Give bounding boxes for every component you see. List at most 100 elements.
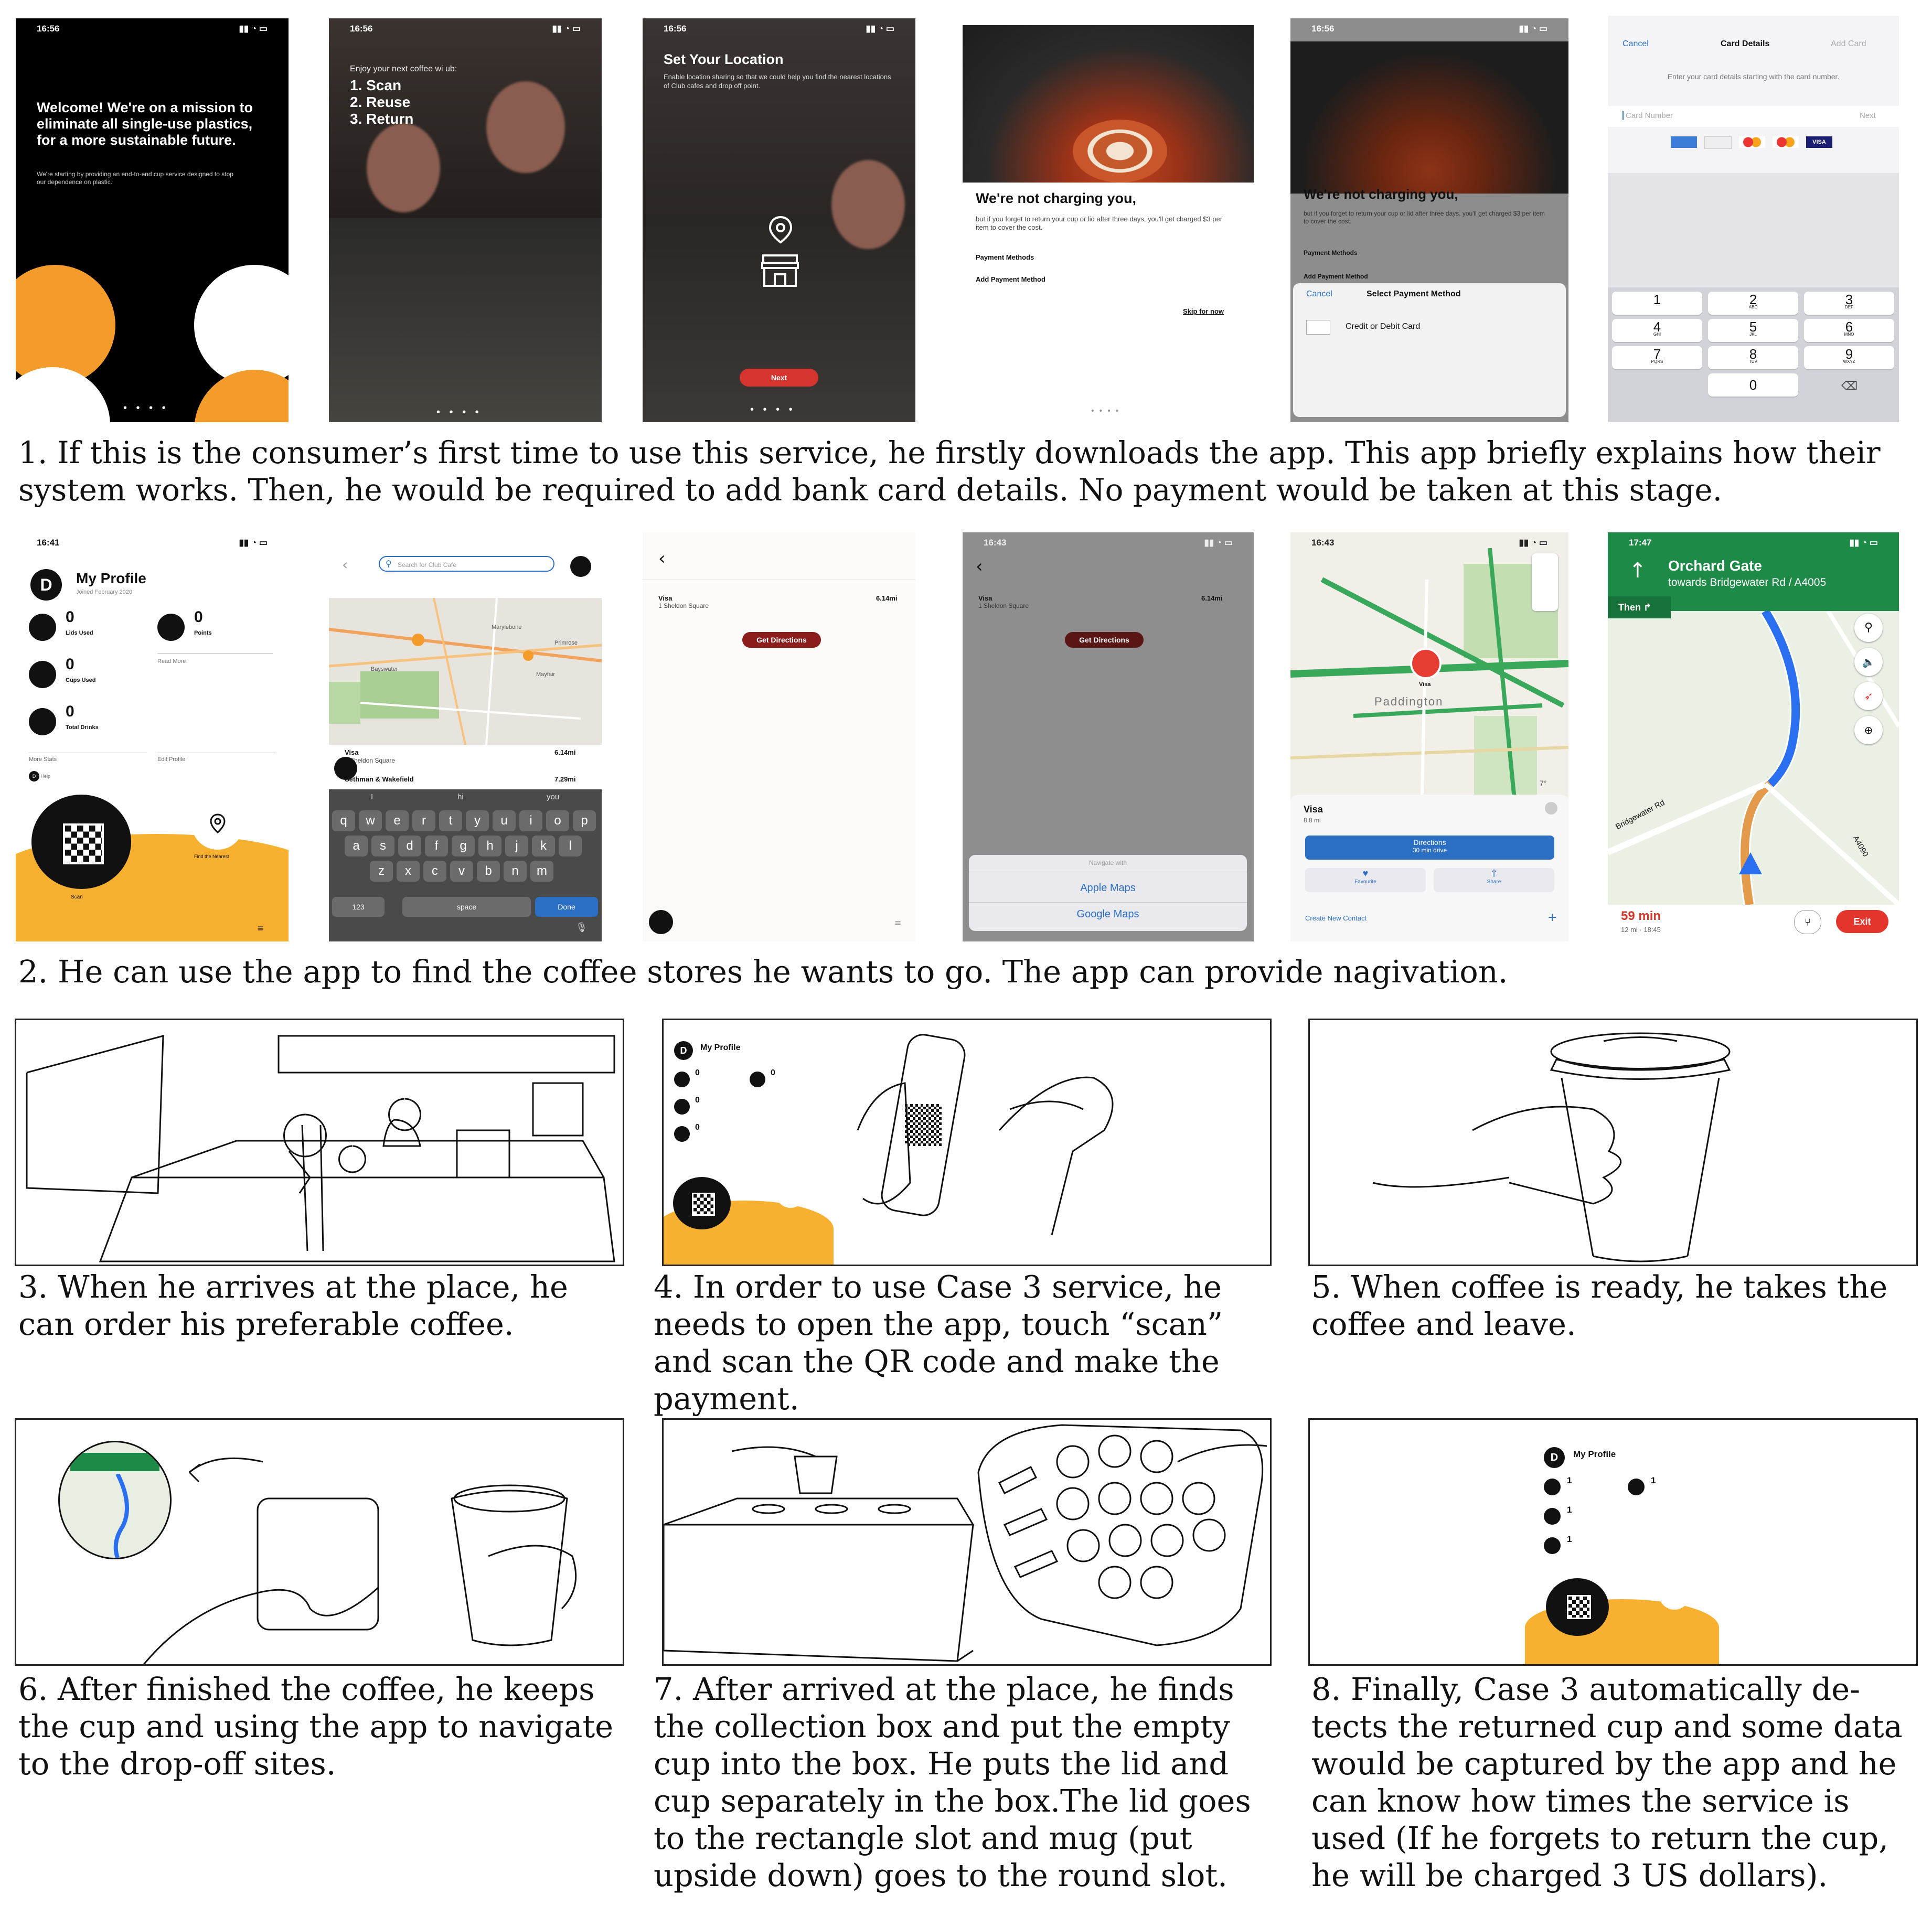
store-name: Visa — [658, 594, 673, 602]
next-button[interactable]: Next — [740, 369, 818, 387]
route-options-icon[interactable]: ⑂ — [1794, 910, 1821, 934]
key-z[interactable]: z — [370, 861, 393, 882]
key-t[interactable]: t — [439, 810, 462, 831]
add-payment-method[interactable]: Add Payment Method — [976, 275, 1045, 283]
page-dots: • • • • — [123, 402, 169, 414]
key-space[interactable]: space — [402, 897, 531, 917]
create-contact-link[interactable]: Create New Contact — [1305, 914, 1367, 922]
key-r[interactable]: r — [412, 810, 435, 831]
suggestion[interactable]: you — [547, 793, 560, 801]
back-chevron-icon[interactable]: ‹ — [658, 548, 666, 569]
profile-toggle-icon[interactable] — [570, 556, 591, 577]
key-c[interactable]: c — [423, 861, 446, 882]
key-m[interactable]: m — [530, 861, 553, 882]
close-icon[interactable] — [1545, 802, 1557, 815]
key-l[interactable]: l — [559, 836, 582, 856]
stat-value: 1 — [1567, 1505, 1572, 1515]
latte-photo — [1290, 41, 1568, 194]
more-stats-link[interactable]: More Stats — [29, 756, 57, 763]
get-directions-button[interactable]: Get Directions — [742, 632, 821, 648]
scan-mini-button[interactable] — [334, 757, 357, 780]
add-icon[interactable]: + — [1547, 911, 1557, 924]
key-p[interactable]: p — [573, 810, 596, 831]
add-card-button[interactable]: Add Card — [1831, 39, 1866, 48]
key-x[interactable]: x — [397, 861, 420, 882]
exit-button[interactable]: Exit — [1836, 910, 1888, 933]
key-d[interactable]: d — [398, 836, 421, 856]
credit-debit-option[interactable]: Credit or Debit Card — [1346, 322, 1421, 331]
key-k[interactable]: k — [532, 836, 555, 856]
key-u[interactable]: u — [493, 810, 516, 831]
read-more-link[interactable]: Read More — [157, 658, 186, 665]
back-chevron-icon[interactable]: ‹ — [342, 556, 348, 573]
location-pin-button — [1659, 1578, 1690, 1610]
result-name[interactable]: Visa — [345, 748, 359, 756]
key-y[interactable]: y — [466, 810, 489, 831]
key-h[interactable]: h — [478, 836, 501, 856]
location-pin-button[interactable] — [191, 797, 244, 850]
result-name[interactable]: Sethman & Wakefield — [345, 775, 414, 783]
key-w[interactable]: w — [359, 810, 382, 831]
suggestion[interactable]: hi — [457, 793, 464, 801]
info-button[interactable] — [1532, 553, 1558, 611]
backspace-icon[interactable]: ⌫ — [1841, 380, 1858, 393]
search-icon[interactable]: ⚲ — [1854, 614, 1883, 642]
status-time: 16:56 — [1311, 24, 1335, 34]
key-b[interactable]: b — [477, 861, 500, 882]
apple-maps-option[interactable]: Apple Maps — [1080, 882, 1136, 894]
visa-icon: VISA — [1806, 136, 1832, 148]
google-maps-option[interactable]: Google Maps — [1076, 908, 1139, 920]
key-n[interactable]: n — [504, 861, 527, 882]
key-0[interactable]: 0 — [1708, 373, 1798, 397]
microphone-icon[interactable]: 🎙 — [575, 922, 588, 933]
store-address: 1 Sheldon Square — [658, 602, 709, 609]
key-g[interactable]: g — [452, 836, 475, 856]
scan-mini-button[interactable] — [649, 910, 673, 934]
key-o[interactable]: o — [546, 810, 569, 831]
sound-icon[interactable]: 🔈 — [1854, 648, 1883, 676]
help-link[interactable]: D Help — [29, 771, 50, 781]
skip-for-now-link[interactable]: Skip for now — [1183, 307, 1224, 315]
favourite-button[interactable]: ♥Favourite — [1305, 868, 1426, 892]
key-q[interactable]: q — [332, 810, 355, 831]
sheet-cancel-button[interactable]: Cancel — [1306, 290, 1332, 298]
welcome-body: We're starting by providing an end-to-en… — [37, 170, 233, 186]
compass-icon[interactable]: ➶ — [1854, 682, 1883, 710]
map-view[interactable]: Marylebone Bayswater Mayfair Primrose — [329, 597, 602, 745]
menu-icon[interactable]: ≡ — [894, 918, 902, 928]
share-button[interactable]: ⇧Share — [1434, 868, 1554, 892]
key-done[interactable]: Done — [535, 897, 598, 917]
card-number-input[interactable]: Card Number — [1623, 111, 1673, 120]
key-a[interactable]: a — [345, 836, 368, 856]
edit-profile-link[interactable]: Edit Profile — [157, 756, 186, 763]
card-brand-icons: VISA — [1671, 136, 1832, 149]
key-v[interactable]: v — [450, 861, 473, 882]
key-i[interactable]: i — [519, 810, 542, 831]
card-instruction: Enter your card details starting with th… — [1667, 72, 1840, 81]
page-dots: • • • • — [436, 406, 482, 418]
key-f[interactable]: f — [425, 836, 448, 856]
key-j[interactable]: j — [505, 836, 528, 856]
next-button[interactable]: Next — [1860, 111, 1876, 120]
step-return: 3. Return — [350, 111, 414, 127]
suggestion[interactable]: I — [371, 793, 373, 801]
nav-map-thumbnail — [58, 1441, 172, 1559]
search-input[interactable]: Search for Club Cafe — [379, 556, 554, 572]
menu-icon[interactable]: ≡ — [257, 923, 264, 933]
cancel-button[interactable]: Cancel — [1623, 39, 1649, 48]
white-circle-bottom — [16, 367, 110, 422]
key-s[interactable]: s — [371, 836, 394, 856]
key-e[interactable]: e — [386, 810, 409, 831]
key-123[interactable]: 123 — [332, 897, 385, 917]
key-1[interactable]: 1 — [1612, 292, 1702, 315]
report-icon[interactable]: ⊕ — [1854, 716, 1883, 744]
